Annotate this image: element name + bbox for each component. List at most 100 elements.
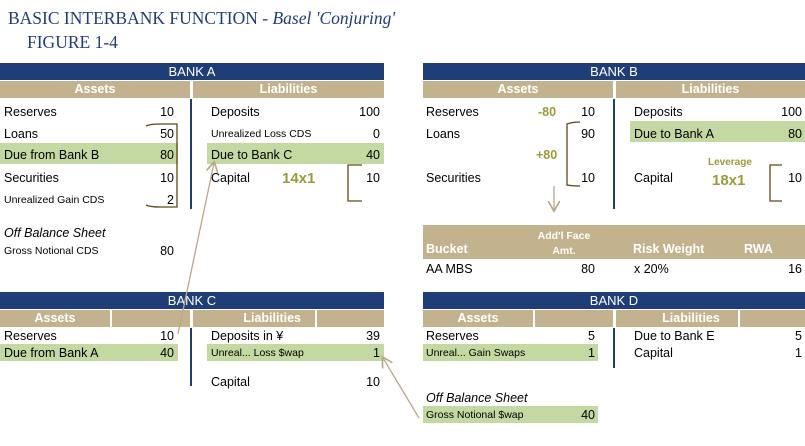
bank-b-asset-bracket <box>566 121 581 187</box>
bank-d-highlight-row <box>423 344 598 361</box>
bank-c-assets-header-fill <box>112 310 190 327</box>
page-title: BASIC INTERBANK FUNCTION - Basel 'Conjur… <box>8 8 395 29</box>
bank-b-capital-bracket <box>769 164 782 202</box>
rwa-table-header <box>423 225 805 259</box>
bank-d-obs-title: Off Balance Sheet <box>426 391 528 405</box>
bank-c-asset-label: Reserves <box>4 329 57 343</box>
bank-a-highlight-row <box>207 143 384 164</box>
bank-d-obs-label: Gross Notional $wap <box>426 409 524 421</box>
rwa-cell-bucket: AA MBS <box>426 262 473 276</box>
bank-a-asset-label: Due from Bank B <box>4 148 100 162</box>
bank-a-asset-label: Loans <box>4 127 39 141</box>
bank-a-asset-label: Securities <box>4 171 59 185</box>
bank-c-header: BANK C <box>0 292 384 309</box>
bank-c-liabilities-header-fill <box>317 310 384 327</box>
bank-b-liability-label: Due to Bank A <box>634 127 714 141</box>
rwa-col-rwa: RWA <box>744 242 773 256</box>
bank-c-highlight-row <box>0 344 178 361</box>
bank-b-liability-label: Deposits <box>634 105 683 119</box>
bank-a-liability-value: 100 <box>359 105 380 119</box>
bank-d-liability-label: Due to Bank E <box>634 329 715 343</box>
bank-d-assets-header-fill <box>535 310 613 327</box>
rwa-cell-face: 80 <box>581 262 595 276</box>
bank-d-liability-value: 5 <box>795 329 802 343</box>
bank-c-liability-label: Deposits in ¥ <box>211 329 284 343</box>
bank-d-liability-label: Capital <box>634 346 673 360</box>
rwa-col-face: Add'l Face Amt. <box>537 230 591 257</box>
bank-b-divider <box>613 99 615 209</box>
bank-d-liability-value: 1 <box>795 346 802 360</box>
bank-a-obs-value: 80 <box>160 244 174 258</box>
bank-d-asset-label: Reserves <box>426 329 479 343</box>
bank-d-assets-header: Assets <box>423 310 533 327</box>
bank-b-asset-label: Reserves <box>426 105 479 119</box>
rwa-cell-risk-weight: x 20% <box>634 262 669 276</box>
bank-c-asset-label: Due from Bank A <box>4 346 99 360</box>
bank-b-loans-change: +80 <box>536 148 558 162</box>
figure-label: FIGURE 1-4 <box>27 32 118 52</box>
bank-a-liability-value: 0 <box>373 127 380 141</box>
bank-a-assets-header: Assets <box>0 81 190 98</box>
bank-a-divider <box>190 99 192 209</box>
bank-a-obs-label: Gross Notional CDS <box>4 245 99 257</box>
title-main: BASIC INTERBANK FUNCTION - <box>8 8 273 28</box>
bank-a-highlight-row <box>0 143 178 164</box>
bank-c-to-bank-a-arrow <box>177 163 214 335</box>
bank-a-obs-title: Off Balance Sheet <box>4 226 106 240</box>
bank-a-liabilities-header: Liabilities <box>193 81 384 98</box>
bank-c-liability-value: 39 <box>366 329 380 343</box>
bank-d-asset-value: 5 <box>588 329 595 343</box>
bank-b-liability-value: 80 <box>788 127 802 141</box>
bank-a-asset-value: 2 <box>167 193 174 207</box>
bank-d-liabilities-label: Liabilities <box>662 311 720 325</box>
bank-b-highlight-row <box>630 121 805 142</box>
bank-c-highlight-row <box>207 344 384 361</box>
bank-b-liabilities-header: Liabilities <box>616 81 805 98</box>
bank-a-asset-label: Reserves <box>4 105 57 119</box>
bank-a-leverage-ratio: 14x1 <box>282 170 316 187</box>
bank-c-assets-header: Assets <box>0 310 110 327</box>
bank-a-liability-label: Deposits <box>211 105 260 119</box>
bank-a-asset-label: Unrealized Gain CDS <box>4 194 105 206</box>
bank-c-liabilities-header: Liabilities <box>193 310 315 327</box>
bank-b-asset-value: 10 <box>581 105 595 119</box>
bank-d-asset-value: 1 <box>588 346 595 360</box>
bank-c-divider <box>190 328 192 386</box>
bank-c-asset-value: 40 <box>160 346 174 360</box>
bank-a-liability-label: Capital <box>211 171 250 185</box>
bank-b-header: BANK B <box>423 63 805 80</box>
bank-a-asset-value: 10 <box>160 171 174 185</box>
bank-a-capital-bracket <box>347 164 362 202</box>
bank-a-liability-value: 40 <box>366 148 380 162</box>
bank-a-asset-value: 50 <box>160 127 174 141</box>
bank-b-asset-value: 10 <box>581 171 595 185</box>
bank-a-liability-value: 10 <box>366 171 380 185</box>
bank-a-asset-value: 80 <box>160 148 174 162</box>
bank-b-liability-value: 100 <box>781 105 802 119</box>
bank-b-liability-label: Capital <box>634 171 673 185</box>
title-italic: Basel 'Conjuring' <box>272 8 396 28</box>
bank-a-asset-value: 10 <box>160 105 174 119</box>
bank-c-liabilities-label: Liabilities <box>243 311 301 325</box>
bank-d-liabilities-header-fill <box>740 310 805 327</box>
bank-b-reserves-change: -80 <box>538 105 557 119</box>
bank-c-liability-value: 1 <box>373 346 380 360</box>
bank-b-leverage-ratio: 18x1 <box>712 172 746 189</box>
bank-b-leverage-label: Leverage <box>708 157 752 168</box>
bank-b-asset-label: Securities <box>426 171 481 185</box>
bank-b-assets-header: Assets <box>423 81 613 98</box>
bank-c-liability-label: Capital <box>211 375 250 389</box>
bank-d-obs-highlight <box>423 406 598 423</box>
rwa-col-risk-weight: Risk Weight <box>633 242 705 256</box>
bank-d-divider <box>613 328 615 368</box>
bank-d-to-bank-c-arrow <box>383 358 420 419</box>
rwa-col-bucket: Bucket <box>426 242 468 256</box>
bank-d-asset-label: Unreal... Gain Swaps <box>426 347 526 359</box>
bank-b-liability-value: 10 <box>788 171 802 185</box>
bank-a-liability-label: Unrealized Loss CDS <box>211 128 312 140</box>
bank-b-asset-label: Loans <box>426 127 461 141</box>
bank-d-header: BANK D <box>423 292 805 309</box>
bank-a-liability-label: Due to Bank C <box>211 148 293 162</box>
bank-d-liabilities-header: Liabilities <box>616 310 738 327</box>
